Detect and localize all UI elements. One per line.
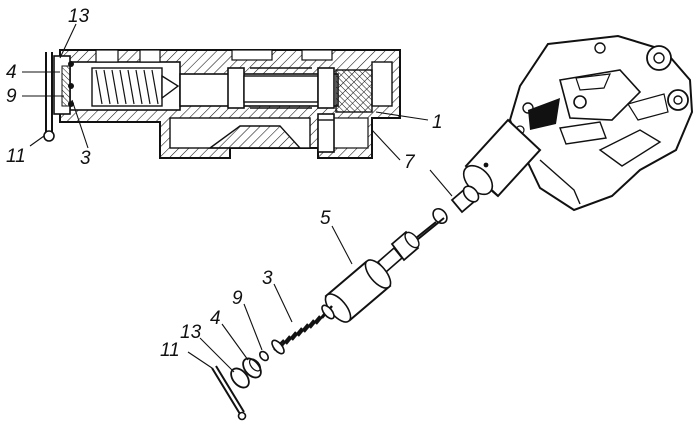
insert-in-body bbox=[317, 113, 335, 153]
part-11-pin bbox=[211, 365, 247, 421]
part-13-ring bbox=[230, 367, 250, 389]
callout-11-left: 11 bbox=[6, 146, 26, 167]
plunger-in-body bbox=[227, 67, 335, 109]
callout-7: 7 bbox=[404, 152, 416, 173]
callout-3-left: 3 bbox=[80, 148, 91, 169]
callout-5: 5 bbox=[320, 208, 331, 229]
callout-13-top: 13 bbox=[68, 6, 90, 27]
part-9-ball bbox=[259, 350, 269, 362]
callout-1: 1 bbox=[432, 112, 443, 133]
callout-labels: 13 4 9 11 3 1 7 5 3 9 4 13 11 bbox=[6, 6, 443, 361]
callout-9-bottom: 9 bbox=[232, 288, 243, 309]
callout-11-bottom: 11 bbox=[160, 340, 180, 361]
callout-13-bottom: 13 bbox=[180, 322, 202, 343]
pump-housing bbox=[508, 34, 694, 212]
callout-4-left: 4 bbox=[6, 62, 17, 83]
part-4-plug bbox=[242, 357, 262, 379]
part-7-bushing bbox=[450, 185, 480, 214]
part-3-spring bbox=[271, 304, 335, 355]
callout-3-bottom: 3 bbox=[262, 268, 273, 289]
leader-lines bbox=[22, 23, 453, 373]
callout-9-left: 9 bbox=[6, 86, 17, 107]
callout-4-bottom: 4 bbox=[210, 308, 221, 329]
part-5-plunger bbox=[324, 207, 448, 323]
spring-in-body bbox=[91, 67, 180, 107]
